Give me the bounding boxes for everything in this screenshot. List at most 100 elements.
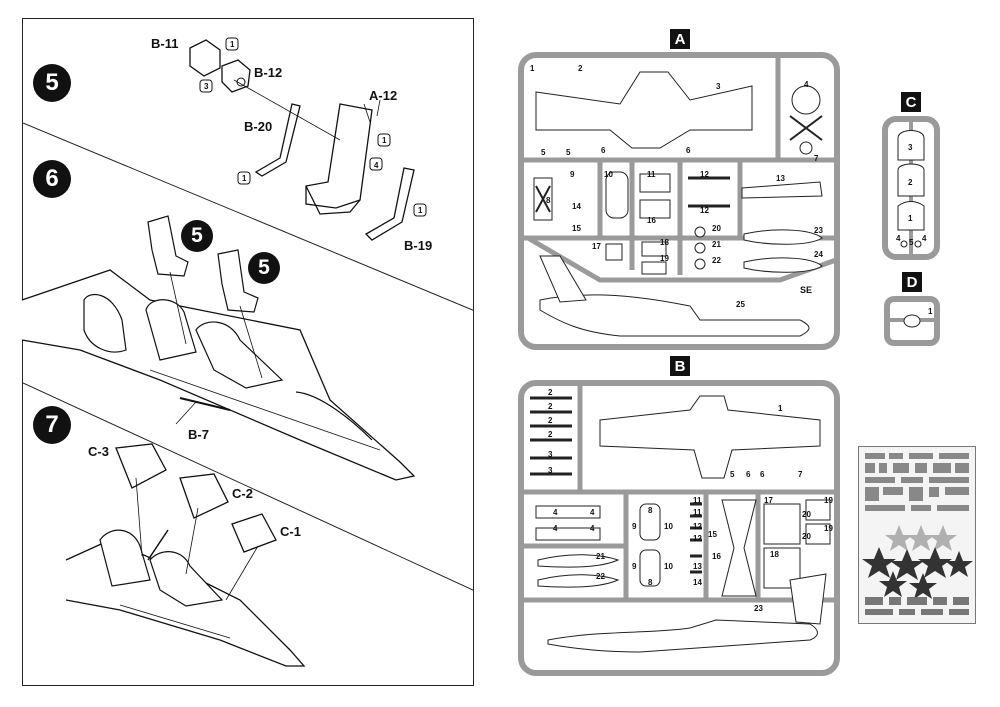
sprue-b-part-11a: 11 xyxy=(693,496,702,505)
sprue-a-part-16: 16 xyxy=(647,216,656,225)
sprue-b-part-18: 18 xyxy=(770,550,779,559)
sprue-b-part-3a: 3 xyxy=(548,450,553,459)
sprue-c-part-5: 5 xyxy=(909,238,914,247)
label-b19: B-19 xyxy=(404,238,433,253)
sprue-a-part-15: 15 xyxy=(572,224,581,233)
sprue-b-part-6a: 6 xyxy=(746,470,751,479)
sprue-b-part-16: 16 xyxy=(712,552,721,561)
sprue-b-part-12b: 12 xyxy=(693,534,702,543)
label-a12: A-12 xyxy=(369,88,398,103)
sprue-a-part-3: 3 xyxy=(716,82,721,91)
step-7-badge: 7 xyxy=(33,406,71,444)
sprue-a-part-8: 8 xyxy=(546,196,551,205)
sprue-c-letter: C xyxy=(901,92,921,112)
sprue-b-part-4b: 4 xyxy=(590,508,595,517)
sprue-b-part-9a: 9 xyxy=(632,522,637,531)
sprue-d-part-1: 1 xyxy=(928,307,933,316)
sprue-b-part-4d: 4 xyxy=(590,524,595,533)
sprue-a-part-14: 14 xyxy=(572,202,581,211)
sprue-a-part-1: 1 xyxy=(530,64,535,73)
sprue-a-part-12b: 12 xyxy=(700,206,709,215)
sprue-a-part-19: 19 xyxy=(660,254,669,263)
sprue-c-part-4b: 4 xyxy=(922,234,927,243)
sprue-a-part-9: 9 xyxy=(570,170,575,179)
callout-part-1c: 1 xyxy=(382,136,387,145)
sprue-b-part-20b: 20 xyxy=(802,532,811,541)
sprue-b-part-19b: 19 xyxy=(824,524,833,533)
sprue-b-part-17: 17 xyxy=(764,496,773,505)
sprue-b-part-22: 22 xyxy=(596,572,605,581)
sprue-d-letter: D xyxy=(902,272,922,292)
sprue-b-part-4c: 4 xyxy=(553,524,558,533)
sprue-b-part-10a: 10 xyxy=(664,522,673,531)
sprue-a-part-13: 13 xyxy=(776,174,785,183)
decal-sheet-artwork xyxy=(862,453,973,615)
decal-sheet-thumbnail xyxy=(858,446,976,624)
sprue-b-part-4a: 4 xyxy=(553,508,558,517)
label-c2: C-2 xyxy=(232,486,253,501)
sprue-a-part-10: 10 xyxy=(604,170,613,179)
sprue-b-part-9b: 9 xyxy=(632,562,637,571)
sprue-a-part-22: 22 xyxy=(712,256,721,265)
sprue-a-part-6b: 6 xyxy=(686,146,691,155)
sprue-b-part-2b: 2 xyxy=(548,402,553,411)
instruction-panel xyxy=(22,18,474,686)
sprue-a-part-7: 7 xyxy=(814,154,819,163)
sprue-a-part-4: 4 xyxy=(804,80,809,89)
callout-part-4: 4 xyxy=(374,161,379,170)
seat-reference-badge-a: 5 xyxy=(181,220,213,252)
sprue-a-part-5b: 5 xyxy=(566,148,571,157)
sprue-b-part-13: 13 xyxy=(693,562,702,571)
sprue-b-part-1: 1 xyxy=(778,404,783,413)
sprue-a-part-24: 24 xyxy=(814,250,823,259)
sprue-b-part-23: 23 xyxy=(754,604,763,613)
step-divider-lines xyxy=(23,122,473,591)
sprue-a-part-11: 11 xyxy=(647,170,656,179)
sprue-c-part-4a: 4 xyxy=(896,234,901,243)
sprue-a-part-21: 21 xyxy=(712,240,721,249)
sprue-b-part-21: 21 xyxy=(596,552,605,561)
callout-part-1: 1 xyxy=(230,40,235,49)
label-b20: B-20 xyxy=(244,119,273,134)
step-5-badge: 5 xyxy=(33,64,71,102)
sprue-a-part-2: 2 xyxy=(578,64,583,73)
sprue-a-letter: A xyxy=(670,29,690,49)
sprue-a-part-25: 25 xyxy=(736,300,745,309)
seat-reference-badge-b: 5 xyxy=(248,252,280,284)
sprue-b-part-3b: 3 xyxy=(548,466,553,475)
sprue-a-part-12a: 12 xyxy=(700,170,709,179)
sprue-b-part-20a: 20 xyxy=(802,510,811,519)
sprue-a-part-23: 23 xyxy=(814,226,823,235)
label-c3: C-3 xyxy=(88,444,109,459)
sprue-c-part-1: 1 xyxy=(908,214,913,223)
sprue-a-part-17: 17 xyxy=(592,242,601,251)
sprue-b-letter: B xyxy=(670,356,690,376)
sprue-c-part-3: 3 xyxy=(908,143,913,152)
label-b7: B-7 xyxy=(188,427,209,442)
label-c1: C-1 xyxy=(280,524,301,539)
sprue-c-part-2: 2 xyxy=(908,178,913,187)
sprue-a-part-5a: 5 xyxy=(541,148,546,157)
sprue-b-part-19a: 19 xyxy=(824,496,833,505)
sprue-b-part-5: 5 xyxy=(730,470,735,479)
callout-part-1d: 1 xyxy=(418,206,423,215)
sprue-a-part-18: 18 xyxy=(660,238,669,247)
sprue-b-part-10b: 10 xyxy=(664,562,673,571)
sprue-b-part-15: 15 xyxy=(708,530,717,539)
sprue-b-part-14: 14 xyxy=(693,578,702,587)
sprue-a-part-6a: 6 xyxy=(601,146,606,155)
label-b12: B-12 xyxy=(254,65,283,80)
sprue-b-part-7: 7 xyxy=(798,470,803,479)
callout-part-3: 3 xyxy=(204,82,209,91)
sprue-b-part-2d: 2 xyxy=(548,430,553,439)
sprue-b-part-11b: 11 xyxy=(693,508,702,517)
sprue-b-part-8a: 8 xyxy=(648,506,653,515)
sprue-b-part-2a: 2 xyxy=(548,388,553,397)
sprue-a-manufacturer-mark: SE xyxy=(800,285,813,295)
